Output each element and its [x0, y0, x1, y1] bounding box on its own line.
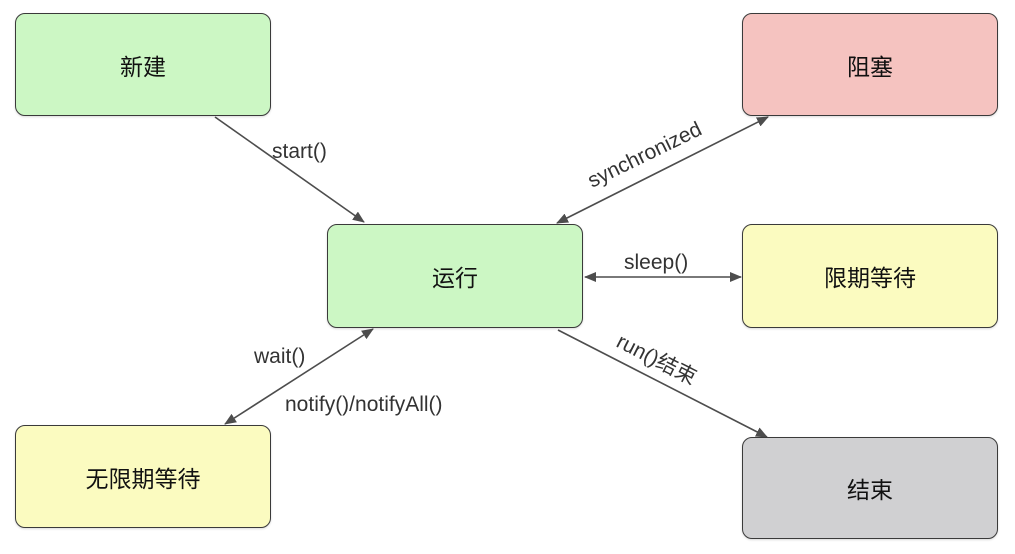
state-terminated: 结束	[742, 437, 998, 539]
state-new: 新建	[15, 13, 271, 116]
edge-run-end	[557, 329, 768, 438]
state-blocked-label: 阻塞	[847, 54, 893, 81]
state-new-label: 新建	[120, 54, 166, 81]
state-running: 运行	[327, 224, 583, 328]
edge-label-synchronized: synchronized	[584, 118, 705, 193]
state-terminated-label: 结束	[847, 478, 893, 504]
state-waiting: 无限期等待	[15, 425, 271, 528]
edge-label-sleep: sleep()	[624, 251, 688, 274]
state-timed-waiting-label: 限期等待	[824, 266, 916, 292]
edge-label-notify: notify()/notifyAll()	[285, 393, 443, 416]
edge-synchronized	[556, 116, 769, 224]
edge-wait-notify	[224, 328, 374, 425]
state-timed-waiting: 限期等待	[742, 224, 998, 328]
edge-start	[214, 116, 365, 223]
state-waiting-label: 无限期等待	[85, 466, 201, 493]
state-blocked: 阻塞	[742, 13, 998, 116]
edge-label-start: start()	[272, 140, 327, 163]
state-running-label: 运行	[432, 266, 478, 292]
edge-label-wait: wait()	[253, 345, 305, 368]
